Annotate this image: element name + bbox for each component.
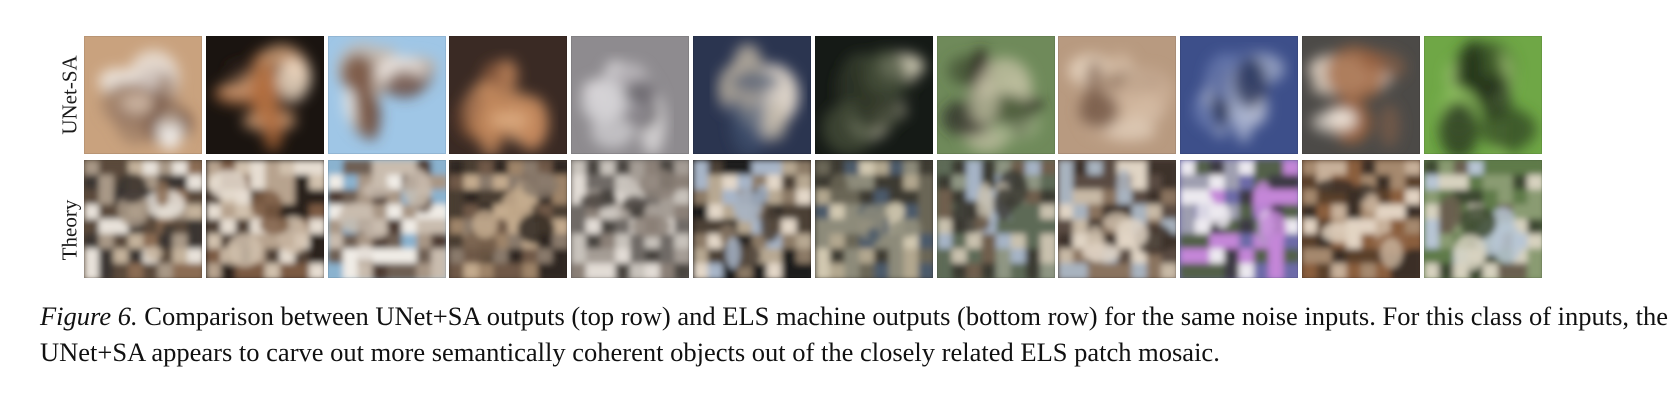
row-label-theory-text: Theory xyxy=(57,199,82,261)
theory-thumbnail-4 xyxy=(449,160,568,278)
unet-sa-thumbnail-11 xyxy=(1302,36,1420,154)
figure-caption: Figure 6. Comparison between UNet+SA out… xyxy=(40,298,1670,370)
unet-sa-thumbnail-6 xyxy=(693,36,811,154)
theory-thumbnail-12 xyxy=(1423,160,1542,278)
theory-thumbnail-9 xyxy=(1058,160,1177,278)
figure-caption-text: Comparison between UNet+SA outputs (top … xyxy=(40,301,1669,367)
unet-sa-thumbnail-2 xyxy=(205,36,324,154)
theory-thumbnail-10 xyxy=(1180,160,1299,278)
theory-thumbnail-7 xyxy=(814,160,933,278)
unet-sa-thumbnail-4 xyxy=(449,36,568,154)
unet-sa-thumbnail-5 xyxy=(571,36,690,154)
theory-thumbnail-1 xyxy=(84,160,202,278)
figure-caption-label: Figure 6. xyxy=(40,301,138,331)
unet-sa-thumbnail-10 xyxy=(1180,36,1299,154)
theory-thumbnail-6 xyxy=(693,160,811,278)
theory-thumbnail-2 xyxy=(205,160,324,278)
unet-sa-thumbnail-1 xyxy=(84,36,202,154)
theory-thumbnail-3 xyxy=(327,160,446,278)
unet-sa-thumbnail-12 xyxy=(1423,36,1542,154)
theory-thumbnail-11 xyxy=(1302,160,1420,278)
unet-sa-thumbnail-8 xyxy=(936,36,1055,154)
image-grid xyxy=(84,36,1642,290)
theory-thumbnail-8 xyxy=(936,160,1055,278)
theory-thumbnail-5 xyxy=(571,160,690,278)
unet-sa-thumbnail-9 xyxy=(1058,36,1177,154)
unet-sa-thumbnail-3 xyxy=(327,36,446,154)
unet-sa-thumbnail-7 xyxy=(814,36,933,154)
row-label-unet-sa-text: UNet-SA xyxy=(57,55,82,135)
